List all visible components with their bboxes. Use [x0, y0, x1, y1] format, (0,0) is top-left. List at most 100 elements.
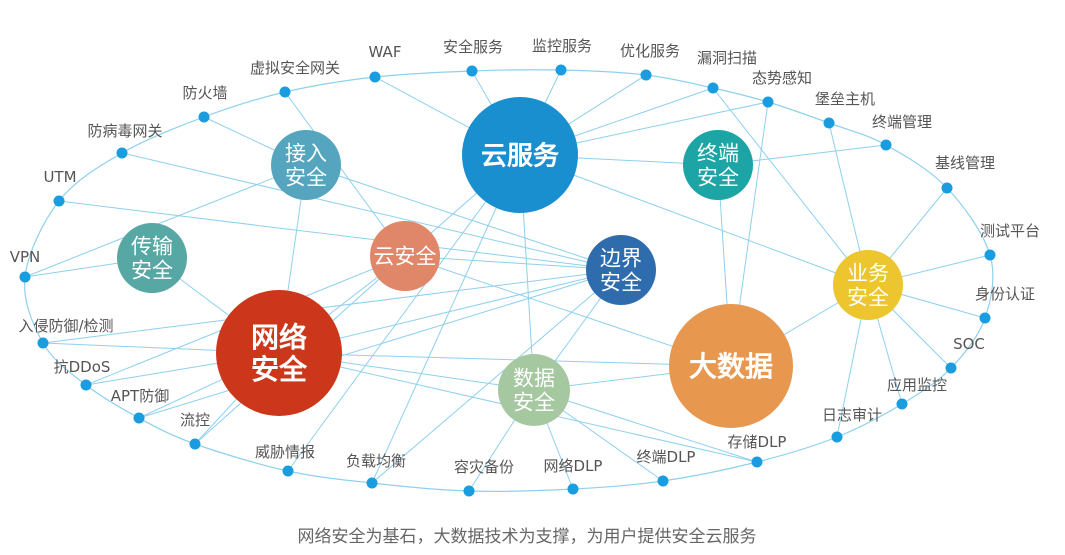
hub-label: 业务 — [847, 261, 889, 285]
node-term_mgmt[interactable]: 终端管理 — [872, 113, 932, 151]
hub-label: 终端 — [697, 141, 739, 165]
edge-vuln-business — [712, 87, 869, 286]
node-label: 防病毒网关 — [87, 122, 162, 140]
node-sec_svc[interactable]: 安全服务 — [443, 38, 503, 77]
node-dot[interactable] — [133, 412, 145, 424]
edge-apt-border — [138, 269, 622, 419]
hub-bigdata[interactable]: 大数据 — [669, 304, 793, 428]
hub-circle[interactable] — [586, 235, 656, 305]
node-baseline[interactable]: 基线管理 — [935, 154, 995, 194]
node-label: 入侵防御/检测 — [18, 317, 113, 335]
edge-vpn-access — [24, 164, 307, 278]
node-term_dlp[interactable]: 终端DLP — [637, 448, 696, 487]
node-situ[interactable]: 态势感知 — [752, 69, 812, 108]
node-vsg[interactable]: 虚拟安全网关 — [250, 59, 340, 98]
node-dot[interactable] — [657, 475, 669, 487]
node-dot[interactable] — [282, 465, 294, 477]
hub-circle[interactable] — [669, 304, 793, 428]
ring-path — [23, 69, 994, 492]
node-dot[interactable] — [941, 182, 953, 194]
node-dot[interactable] — [369, 71, 381, 83]
hub-circle[interactable] — [833, 250, 903, 320]
hub-circle[interactable] — [271, 130, 341, 200]
node-dot[interactable] — [198, 111, 210, 123]
node-dot[interactable] — [945, 362, 957, 374]
node-label: 终端DLP — [637, 448, 696, 466]
node-vpn[interactable]: VPN — [10, 248, 41, 283]
node-dot[interactable] — [466, 65, 478, 77]
hub-label: 网络 — [251, 321, 307, 354]
hub-circles: 云服务接入安全终端安全传输安全云安全边界安全业务安全网络安全大数据数据安全 — [117, 97, 903, 428]
node-dot[interactable] — [555, 64, 567, 76]
node-ddos[interactable]: 抗DDoS — [54, 358, 111, 391]
hub-circle[interactable] — [498, 354, 570, 426]
node-dot[interactable] — [707, 82, 719, 94]
node-dot[interactable] — [831, 431, 843, 443]
node-opt_svc[interactable]: 优化服务 — [620, 42, 680, 81]
hub-label: 安全 — [131, 259, 173, 283]
node-bastion[interactable]: 堡垒主机 — [815, 90, 875, 129]
node-dot[interactable] — [53, 195, 65, 207]
node-mon_svc[interactable]: 监控服务 — [532, 37, 592, 76]
node-dot[interactable] — [751, 456, 763, 468]
hub-circle[interactable] — [117, 223, 187, 293]
node-dot[interactable] — [823, 117, 835, 129]
hub-label: 安全 — [847, 286, 889, 310]
node-dot[interactable] — [366, 477, 378, 489]
node-apt[interactable]: APT防御 — [111, 387, 169, 424]
hub-circle[interactable] — [370, 221, 440, 291]
node-waf[interactable]: WAF — [369, 43, 402, 83]
node-label: 存储DLP — [728, 433, 787, 451]
hub-circle[interactable] — [683, 130, 753, 200]
hub-circle[interactable] — [216, 290, 342, 416]
hub-network[interactable]: 网络安全 — [216, 290, 342, 416]
node-dot[interactable] — [880, 139, 892, 151]
node-dot[interactable] — [189, 438, 201, 450]
edge-access-border — [305, 164, 622, 271]
node-appmon[interactable]: 应用监控 — [887, 376, 947, 410]
node-logaudit[interactable]: 日志审计 — [822, 406, 882, 443]
hub-label: 安全 — [600, 271, 642, 295]
edge-network-bigdata — [278, 352, 732, 367]
node-vuln[interactable]: 漏洞扫描 — [697, 49, 757, 94]
node-fw[interactable]: 防火墙 — [182, 84, 228, 123]
hub-circle[interactable] — [462, 97, 578, 213]
hub-label: 接入 — [285, 141, 327, 165]
node-dot[interactable] — [80, 379, 92, 391]
node-dr[interactable]: 容灾备份 — [454, 458, 514, 497]
node-dot[interactable] — [116, 147, 128, 159]
node-dot[interactable] — [896, 398, 908, 410]
hub-cloud_service[interactable]: 云服务 — [462, 97, 578, 213]
node-lb[interactable]: 负载均衡 — [346, 452, 406, 489]
node-testplat[interactable]: 测试平台 — [980, 222, 1040, 261]
node-label: 优化服务 — [620, 42, 680, 60]
node-av_gw[interactable]: 防病毒网关 — [87, 122, 163, 159]
node-auth[interactable]: 身份认证 — [975, 285, 1035, 324]
hub-cloud_sec[interactable]: 云安全 — [370, 221, 440, 291]
node-dot[interactable] — [567, 483, 579, 495]
node-soc[interactable]: SOC — [945, 335, 985, 374]
node-dot[interactable] — [984, 249, 996, 261]
node-flow[interactable]: 流控 — [180, 411, 210, 450]
node-ti[interactable]: 威胁情报 — [255, 443, 315, 477]
node-dot[interactable] — [979, 312, 991, 324]
node-dot[interactable] — [37, 337, 49, 349]
node-storage_dlp[interactable]: 存储DLP — [728, 433, 787, 468]
node-net_dlp[interactable]: 网络DLP — [544, 457, 603, 495]
node-dot[interactable] — [19, 271, 31, 283]
node-dot[interactable] — [463, 485, 475, 497]
node-label: 应用监控 — [887, 376, 947, 394]
node-ips[interactable]: 入侵防御/检测 — [18, 317, 114, 349]
node-label: 流控 — [180, 411, 210, 429]
node-dot[interactable] — [762, 96, 774, 108]
node-dot[interactable] — [279, 86, 291, 98]
node-label: 负载均衡 — [346, 452, 406, 470]
node-dot[interactable] — [640, 69, 652, 81]
node-utm[interactable]: UTM — [43, 168, 77, 207]
